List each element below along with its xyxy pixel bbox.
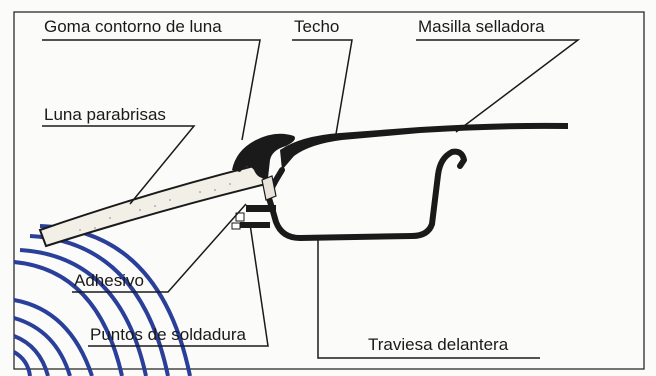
label-adhesivo: Adhesivo xyxy=(74,271,144,290)
weld-point-1 xyxy=(235,212,245,222)
crossmember-flange xyxy=(240,222,270,228)
front-crossmember xyxy=(265,148,467,241)
label-techo: Techo xyxy=(294,17,339,36)
adhesive-bead xyxy=(261,175,277,201)
diagram-frame xyxy=(13,11,645,370)
crossmember-inner xyxy=(280,171,429,230)
weld-point-2 xyxy=(231,222,241,230)
label-puntos-soldadura: Puntos de soldadura xyxy=(90,325,246,344)
label-masilla-selladora: Masilla selladora xyxy=(418,17,545,36)
leader-lines xyxy=(42,39,581,359)
label-goma-contorno: Goma contorno de luna xyxy=(44,17,222,36)
rubber-moulding xyxy=(232,133,295,179)
label-traviesa-delantera: Traviesa delantera xyxy=(368,335,509,354)
label-luna-parabrisas: Luna parabrisas xyxy=(44,105,166,124)
roof-flange xyxy=(246,205,276,212)
roof-panel xyxy=(280,122,568,170)
watermark-logo xyxy=(12,224,192,376)
glass-speckle xyxy=(79,183,231,231)
